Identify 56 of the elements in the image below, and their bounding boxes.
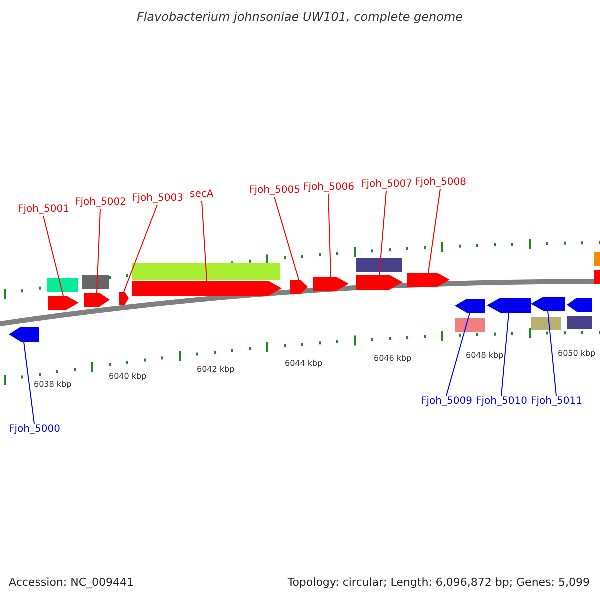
- leader-line: [428, 188, 441, 274]
- scale-label: 6038 kbp: [34, 380, 72, 389]
- leader-line: [501, 312, 510, 396]
- leader-line: [379, 190, 387, 276]
- gene-label: Fjoh_5005: [249, 185, 300, 197]
- scale-label: 6048 kbp: [466, 351, 504, 360]
- leader-line: [446, 312, 470, 396]
- gene-feature: [119, 292, 129, 305]
- gene-feature: [132, 263, 280, 280]
- leader-line: [274, 196, 300, 280]
- gene-feature: [82, 275, 109, 289]
- map-title: Flavobacterium johnsoniae UW101, complete genome: [136, 10, 464, 24]
- gene-label: Fjoh_5000: [9, 424, 60, 436]
- gene-feature: [356, 258, 402, 272]
- gene-label: Fjoh_5002: [75, 197, 126, 209]
- gene-label: Fjoh_5006: [303, 182, 354, 194]
- gene-feature: [594, 270, 600, 284]
- gene-feature: [356, 275, 403, 290]
- leader-line: [202, 200, 208, 282]
- gene-feature: [455, 318, 485, 332]
- gene-feature: [455, 299, 485, 313]
- gene-feature: [84, 293, 110, 307]
- scale-label: 6040 kbp: [109, 372, 147, 381]
- scale-label: 6046 kbp: [374, 354, 412, 363]
- gene-feature: [567, 298, 592, 312]
- gene-label: Fjoh_5007: [361, 179, 412, 191]
- leader-line: [328, 194, 332, 278]
- leader-line: [96, 208, 101, 294]
- leader-line: [43, 216, 64, 296]
- gene-feature: [132, 281, 282, 296]
- leader-line: [124, 204, 158, 292]
- leader-line: [24, 342, 35, 424]
- gene-feature: [567, 316, 592, 329]
- gene-label: secA: [190, 189, 214, 201]
- gene-feature: [487, 298, 531, 313]
- scale-label: 6050 kbp: [558, 349, 596, 358]
- gene-label: Fjoh_5009: [421, 396, 472, 408]
- gene-feature: [9, 327, 39, 342]
- gene-feature: [290, 280, 308, 294]
- gene-feature: [313, 277, 349, 291]
- gene-label: Fjoh_5008: [415, 177, 466, 189]
- gene-label: Fjoh_5003: [132, 193, 184, 205]
- scale-label: 6042 kbp: [197, 365, 235, 374]
- scale-label: 6044 kbp: [285, 359, 323, 368]
- gene-label: Fjoh_5001: [18, 204, 70, 216]
- gene-label: Fjoh_5010: [476, 396, 528, 408]
- gene-label: Fjoh_5011: [531, 396, 582, 408]
- gene-feature: [594, 252, 600, 266]
- gene-feature: [407, 273, 450, 287]
- gene-feature: [48, 296, 79, 310]
- gene-feature: [531, 297, 565, 311]
- leader-line: [548, 310, 557, 396]
- gene-feature: [47, 278, 78, 292]
- footer-text: Topology: circular; Length: 6,096,872 bp; Genes: 5,099: [288, 576, 590, 589]
- gene-feature: [531, 317, 561, 330]
- footer-text: Accession: NC_009441: [9, 576, 134, 589]
